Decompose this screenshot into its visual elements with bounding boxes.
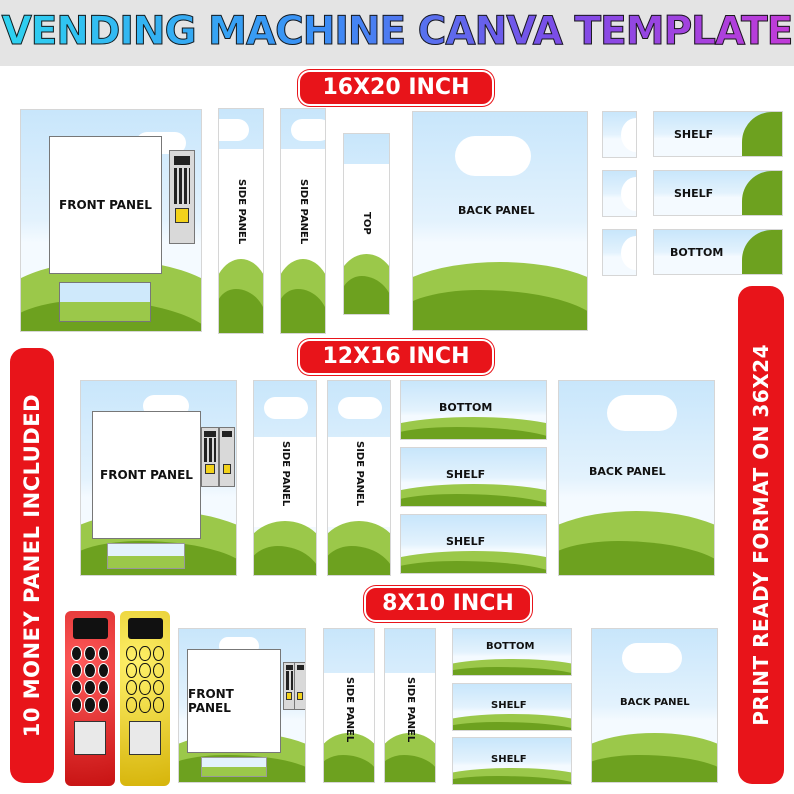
shelf-2-8x10: SHELF xyxy=(452,737,572,785)
coin-panel xyxy=(294,662,305,710)
side-panel-1-8x10: SIDE PANEL xyxy=(323,628,375,783)
bottom-label: BOTTOM xyxy=(486,641,535,652)
shelf-edge-1-16x20 xyxy=(602,111,637,158)
back-panel-label: BACK PANEL xyxy=(620,697,690,708)
bottom-label: BOTTOM xyxy=(439,401,493,414)
side-panel-2-8x10: SIDE PANEL xyxy=(384,628,436,783)
bottom-label: BOTTOM xyxy=(670,246,724,259)
size-heading-16x20: 16X20 INCH xyxy=(298,70,494,106)
money-panel-gold xyxy=(120,611,170,786)
front-panel-label: FRONT PANEL xyxy=(100,468,193,482)
top-panel-16x20: TOP xyxy=(343,133,390,315)
shelf-label: SHELF xyxy=(446,535,486,548)
shelf-edge-2-16x20 xyxy=(602,170,637,217)
back-panel-label: BACK PANEL xyxy=(589,465,666,478)
back-panel-16x20: BACK PANEL xyxy=(412,111,588,331)
side-panel-label: SIDE PANEL xyxy=(280,441,291,507)
delivery-slot xyxy=(107,543,185,569)
top-panel-label: TOP xyxy=(361,212,372,235)
shelf-label: SHELF xyxy=(491,700,527,711)
shelf-2-12x16: SHELF xyxy=(400,514,547,574)
front-panel-label: FRONT PANEL xyxy=(188,687,234,715)
shelf-1-16x20: SHELF xyxy=(653,111,783,157)
bottom-8x10: BOTTOM xyxy=(452,628,572,676)
side-panel-1-16x20: SIDE PANEL xyxy=(218,108,264,334)
front-panel-16x20: FRONT PANEL xyxy=(20,109,202,332)
side-panel-label: SIDE PANEL xyxy=(298,179,309,245)
front-panel-12x16: FRONT PANEL xyxy=(80,380,237,576)
money-panel-badge: 10 MONEY PANEL INCLUDED xyxy=(10,348,54,783)
side-panel-2-12x16: SIDE PANEL xyxy=(327,380,391,576)
shelf-2-16x20: SHELF xyxy=(653,170,783,216)
money-panel-red xyxy=(65,611,115,786)
front-panel-window: FRONT PANEL xyxy=(92,411,201,539)
coin-panel xyxy=(219,427,235,487)
side-panel-2-16x20: SIDE PANEL xyxy=(280,108,326,334)
front-panel-label: FRONT PANEL xyxy=(59,198,152,212)
page-title: VENDING MACHINE CANVA TEMPLATE xyxy=(0,6,794,58)
front-panel-window: FRONT PANEL xyxy=(49,136,162,274)
side-panel-label: SIDE PANEL xyxy=(354,441,365,507)
shelf-label: SHELF xyxy=(491,754,527,765)
bottom-12x16: BOTTOM xyxy=(400,380,547,440)
side-panel-label: SIDE PANEL xyxy=(405,677,416,743)
shelf-label: SHELF xyxy=(674,187,714,200)
bottom-edge-16x20 xyxy=(602,229,637,276)
side-panel-1-12x16: SIDE PANEL xyxy=(253,380,317,576)
shelf-1-8x10: SHELF xyxy=(452,683,572,731)
shelf-1-12x16: SHELF xyxy=(400,447,547,507)
title-bar xyxy=(0,0,794,66)
back-panel-12x16: BACK PANEL xyxy=(558,380,715,576)
delivery-slot xyxy=(201,757,267,777)
shelf-label: SHELF xyxy=(674,128,714,141)
front-panel-window: FRONT PANEL xyxy=(187,649,281,753)
front-panel-8x10: FRONT PANEL xyxy=(178,628,306,783)
side-panel-label: SIDE PANEL xyxy=(236,179,247,245)
back-panel-8x10: BACK PANEL xyxy=(591,628,718,783)
size-heading-8x10: 8X10 INCH xyxy=(364,586,532,622)
delivery-slot xyxy=(59,282,151,322)
keypad-panel xyxy=(169,150,195,244)
back-panel-label: BACK PANEL xyxy=(458,204,535,217)
keypad-panel xyxy=(201,427,219,487)
side-panel-label: SIDE PANEL xyxy=(344,677,355,743)
size-heading-12x16: 12X16 INCH xyxy=(298,339,494,375)
shelf-label: SHELF xyxy=(446,468,486,481)
print-ready-badge: PRINT READY FORMAT ON 36X24 xyxy=(738,286,784,784)
bottom-16x20: BOTTOM xyxy=(653,229,783,275)
